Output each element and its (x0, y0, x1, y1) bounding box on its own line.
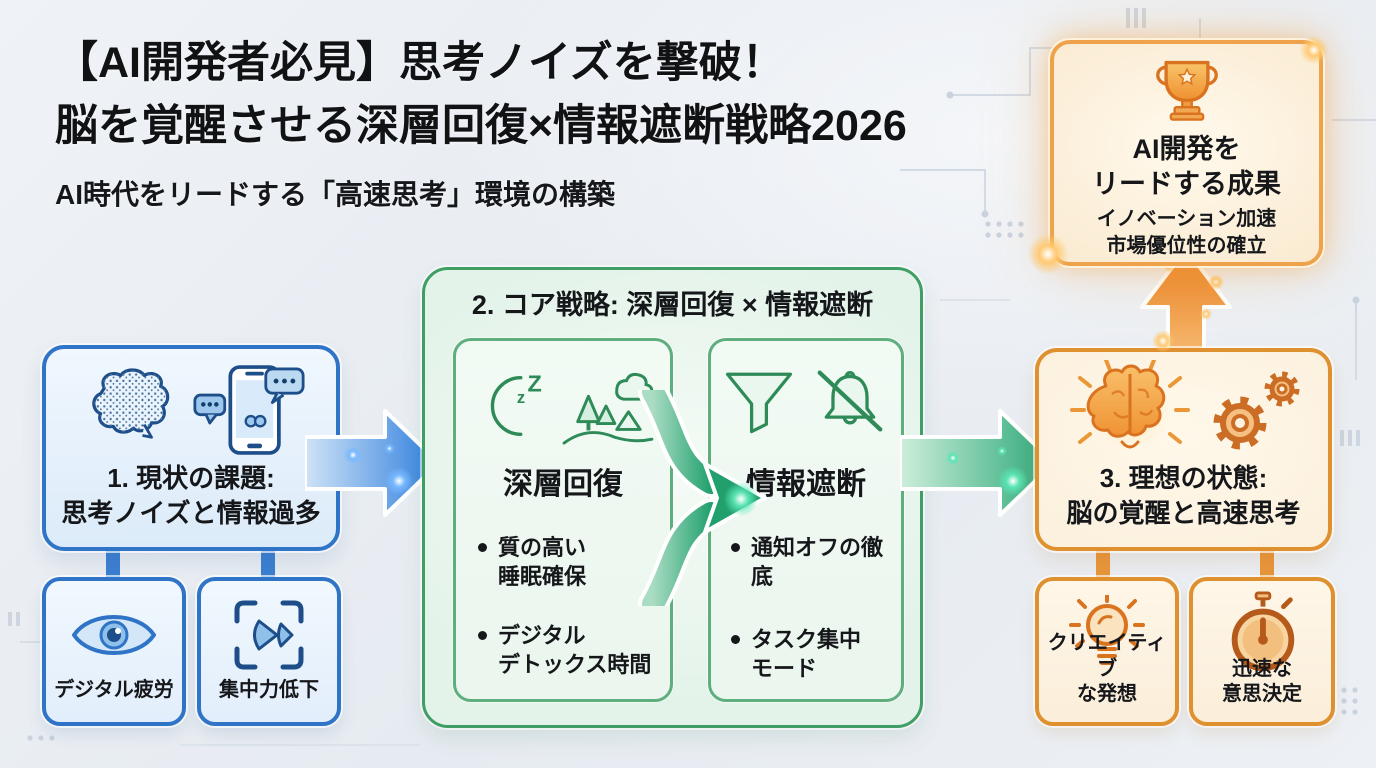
page-subtitle: AI時代をリードする「高速思考」環境の構築 (55, 179, 616, 210)
step1-box: 1. 現状の課題: 思考ノイズと情報過多 (42, 345, 340, 551)
bullet-dot (731, 543, 740, 552)
blocking-bullet-2: タスク集中 モード (751, 627, 862, 682)
sub-box-decision-label: 迅速な 意思決定 (1222, 657, 1302, 706)
recovery-bullet-1: 質の高い 睡眠確保 (498, 535, 587, 590)
outcome-sub-line1: イノベーション加速 (1096, 208, 1277, 230)
page-title-line2: 脳を覚醒させる深層回復×情報遮断戦略2026 (55, 102, 907, 150)
connector-step1-focus (261, 546, 275, 582)
bell-off-icon (817, 370, 883, 432)
eye-icon (72, 615, 156, 655)
svg-text:Z: Z (528, 370, 542, 396)
svg-text:z: z (517, 388, 525, 407)
step1-heading-line2: 思考ノイズと情報過多 (61, 497, 321, 528)
connector-step3-creative (1096, 546, 1110, 582)
connector-step1-fatigue (106, 546, 120, 582)
step3-box: 3. 理想の状態: 脳の覚醒と高速思考 (1035, 348, 1332, 551)
outcome-box: AI開発を リードする成果 イノベーション加速 市場優位性の確立 (1050, 40, 1323, 266)
step3-heading-line1: 3. 理想の状態: (1099, 462, 1268, 493)
gears-icon (1213, 371, 1299, 450)
brain-icon (92, 368, 170, 439)
funnel-icon (725, 372, 793, 434)
deep-recovery-box: z Z 深層回復 質の高い 睡眠確保 デジタル (453, 338, 673, 702)
outcome-heading-line1: AI開発を (1132, 134, 1241, 164)
step3-heading-line2: 脳の覚醒と高速思考 (1066, 497, 1301, 528)
bullet-dot (478, 543, 487, 552)
sub-box-focus-loss-label: 集中力低下 (219, 679, 319, 702)
step1-heading-line1: 1. 現状の課題: (107, 462, 275, 493)
stopwatch-icon (1231, 591, 1295, 672)
trophy-icon (1155, 60, 1218, 121)
arrow-recovery-to-blocking (638, 390, 767, 606)
blocking-bullet-1: 通知オフの徹底 (751, 535, 884, 590)
sub-box-decision: 迅速な 意思決定 (1189, 577, 1335, 726)
sub-box-creative-label: クリエイティブ な発想 (1047, 632, 1167, 706)
sub-box-digital-fatigue-label: デジタル疲労 (54, 679, 174, 702)
bullet-dot (731, 635, 740, 645)
smartphone-chat-icon (193, 365, 305, 455)
step2-box: 2. コア戦略: 深層回復 × 情報遮断 z Z (422, 267, 923, 728)
deep-recovery-title: 深層回復 (503, 468, 623, 501)
lightbulb-icon (1069, 595, 1145, 665)
bullet-dot (478, 631, 487, 641)
info-blocking-box: 情報遮断 通知オフの徹底 タスク集中 モード (708, 338, 904, 702)
outcome-sub-line2: 市場優位性の確立 (1106, 235, 1267, 257)
info-blocking-title: 情報遮断 (746, 468, 866, 501)
sub-box-creative: クリエイティブ な発想 (1035, 577, 1179, 726)
sub-box-focus-loss: 集中力低下 (197, 577, 341, 726)
moon-sleep-icon: z Z (490, 370, 542, 436)
step2-heading: 2. コア戦略: 深層回復 × 情報遮断 (471, 290, 874, 320)
sub-box-digital-fatigue: デジタル疲労 (42, 577, 186, 726)
connector-step3-decision (1260, 546, 1274, 582)
glowing-brain-icon (1069, 360, 1190, 450)
recovery-bullet-2: デジタル デトックス時間 (498, 623, 652, 678)
page-title-line1: 【AI開発者必見】思考ノイズを撃破！ (55, 39, 785, 87)
focus-loss-icon (234, 600, 304, 670)
outcome-heading-line2: リードする成果 (1092, 169, 1281, 200)
title-block: 【AI開発者必見】思考ノイズを撃破！ 脳を覚醒させる深層回復×情報遮断戦略202… (55, 42, 1055, 213)
